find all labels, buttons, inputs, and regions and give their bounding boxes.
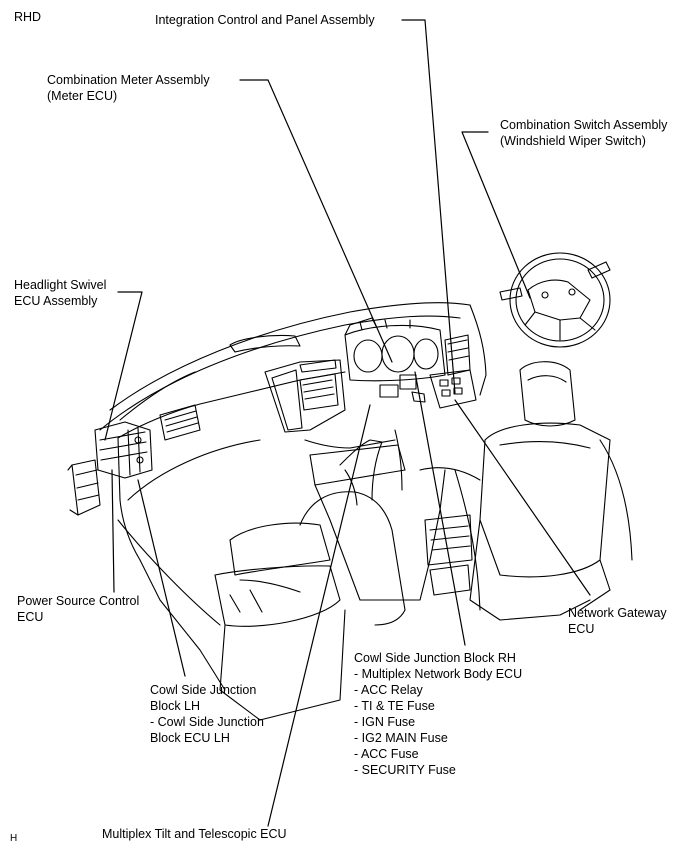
- dashboard-outline: [99, 302, 487, 601]
- leader-tilt: [267, 404, 371, 827]
- label-multiplex-tilt: Multiplex Tilt and Telescopic ECU: [102, 827, 287, 841]
- drive-side-label: RHD: [14, 10, 42, 24]
- label-network-gateway: Network Gateway ECU: [568, 606, 667, 636]
- switch-panel: [429, 369, 477, 409]
- label-integration-control: Integration Control and Panel Assembly: [155, 13, 375, 27]
- floor-outline: [117, 439, 633, 691]
- leader-power-source: [111, 469, 115, 593]
- power-source-ecu: [71, 459, 101, 516]
- label-headlight-swivel: Headlight Swivel ECU Assembly: [14, 278, 107, 308]
- label-combination-meter: Combination Meter Assembly (Meter ECU): [47, 73, 210, 103]
- leader-cowl-lh: [137, 479, 186, 677]
- leader-meter: [239, 79, 393, 363]
- label-cowl-side-junction-rh: Cowl Side Junction Block RH - Multiplex …: [354, 651, 523, 777]
- label-combination-switch: Combination Switch Assembly (Windshield …: [500, 118, 668, 148]
- figure-code-label: H: [10, 833, 18, 844]
- leader-network-gateway: [454, 399, 591, 596]
- leader-integration: [401, 19, 456, 394]
- label-power-source-control: Power Source Control ECU: [17, 594, 140, 624]
- left-seat: [214, 491, 406, 721]
- meter-cluster: [344, 324, 446, 382]
- leader-combo-switch: [461, 131, 531, 299]
- right-seat: [419, 361, 611, 621]
- leader-headlight: [104, 291, 143, 441]
- left-ecu-cluster: [67, 421, 153, 516]
- steering-wheel: [499, 252, 611, 348]
- label-cowl-side-junction-lh: Cowl Side Junction Block LH - Cowl Side …: [150, 683, 264, 745]
